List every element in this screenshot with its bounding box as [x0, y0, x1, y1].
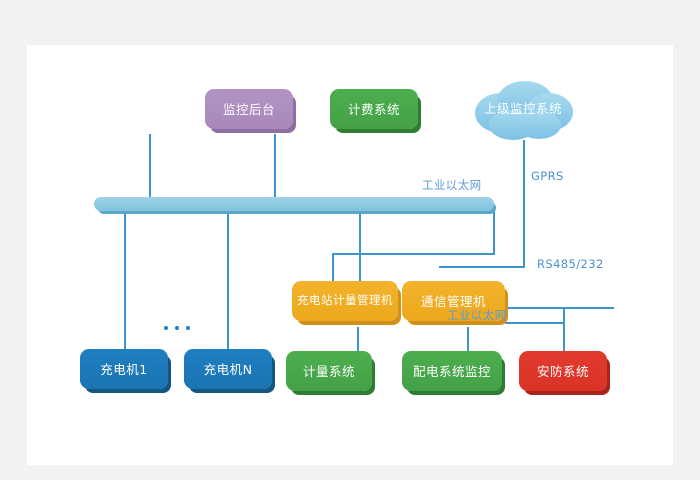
- industrial-ethernet-bus: [94, 197, 494, 211]
- node-monitoring-backend[interactable]: 监控后台: [205, 89, 293, 129]
- node-billing-system[interactable]: 计费系统: [330, 89, 418, 129]
- link-bus-to-metering-manager: [359, 205, 361, 281]
- link-comm-manager-to-rs485: [505, 307, 614, 309]
- link-bus-to-charger-n: [227, 205, 229, 349]
- link-rs485-lower-horizontal: [505, 322, 563, 324]
- link-bus-to-charger-1: [124, 205, 126, 349]
- link-billing-system-to-bus: [274, 134, 276, 200]
- node-charger-1[interactable]: 充电机1: [80, 349, 168, 389]
- link-bus-to-comm-branch: [493, 205, 495, 255]
- node-security-system[interactable]: 安防系统: [519, 351, 607, 391]
- node-distribution-monitoring[interactable]: 配电系统监控: [402, 351, 502, 391]
- label-ethernet-bottom: 工业以太网: [447, 308, 507, 322]
- node-upper-monitoring-system[interactable]: 上级监控系统: [469, 79, 577, 143]
- diagram-canvas: 工业以太网 GPRS RS485/232 工业以太网 监控后台 计费系统: [27, 45, 673, 465]
- ellipsis-dot: [175, 326, 179, 330]
- link-bus-branch-horizontal: [332, 253, 495, 255]
- link-riser-to-comm-manager-horizontal: [439, 266, 525, 268]
- label-rs485: RS485/232: [537, 257, 604, 271]
- node-communication-manager[interactable]: 通信管理机: [402, 281, 505, 321]
- node-charger-n[interactable]: 充电机N: [184, 349, 272, 389]
- node-station-metering-manager[interactable]: 充电站计量管理机: [292, 281, 398, 321]
- link-branch-to-metering-manager: [332, 253, 334, 281]
- ellipsis-dot: [186, 326, 190, 330]
- link-metering-manager-to-metering-system: [357, 327, 359, 351]
- ellipsis-dot: [164, 326, 168, 330]
- label-gprs: GPRS: [531, 169, 564, 183]
- link-monitoring-backend-to-bus: [149, 134, 151, 200]
- node-metering-system[interactable]: 计量系统: [286, 351, 372, 391]
- link-comm-manager-to-distribution: [467, 327, 469, 351]
- link-cloud-to-comm-manager: [523, 140, 525, 268]
- label-ethernet-top: 工业以太网: [422, 178, 482, 192]
- link-rs485-to-security-system: [563, 307, 565, 351]
- charger-ellipsis: [164, 326, 190, 330]
